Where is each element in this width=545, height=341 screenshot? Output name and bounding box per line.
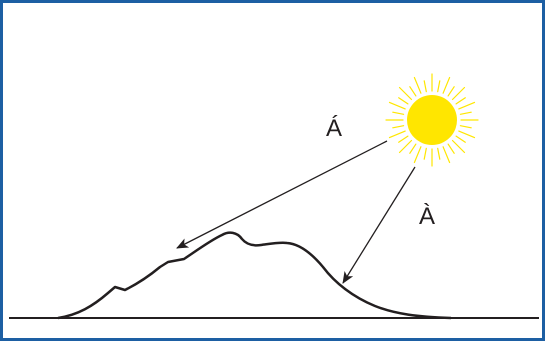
sun-ray xyxy=(414,147,421,163)
sun-ray xyxy=(456,136,465,142)
sun-ray xyxy=(410,87,416,96)
sun-ray xyxy=(448,87,454,96)
sun-ray xyxy=(390,131,406,138)
sun-ray xyxy=(443,147,450,163)
sun-ray xyxy=(393,112,404,114)
sun-ray xyxy=(410,144,416,153)
sun-ray xyxy=(399,98,408,104)
sun-ray xyxy=(448,144,454,153)
ray-a-label: Á xyxy=(326,117,342,141)
sun-ray xyxy=(424,81,426,92)
ray-a-arrow xyxy=(177,141,387,248)
ray-b-arrow xyxy=(343,167,415,283)
sun-ray xyxy=(390,102,406,109)
sun-ray xyxy=(438,81,440,92)
sun-ray xyxy=(456,98,465,104)
sun-ray xyxy=(460,112,471,114)
sun-ray xyxy=(453,141,465,153)
sun-ray xyxy=(453,88,465,100)
sun-ray xyxy=(438,148,440,159)
hill-silhouette xyxy=(58,233,451,318)
sun-ray xyxy=(393,126,404,128)
diagram-canvas xyxy=(3,3,542,338)
sun-ray xyxy=(459,131,475,138)
sun-ray xyxy=(399,136,408,142)
sun-ray xyxy=(400,141,412,153)
sun-icon xyxy=(386,74,478,166)
sun-ray xyxy=(459,102,475,109)
sun-ray xyxy=(424,148,426,159)
sun-ray xyxy=(400,88,412,100)
ray-b-label: À xyxy=(419,205,435,229)
sun-ray xyxy=(414,78,421,94)
sun-ray xyxy=(443,78,450,94)
sun-ray xyxy=(460,126,471,128)
